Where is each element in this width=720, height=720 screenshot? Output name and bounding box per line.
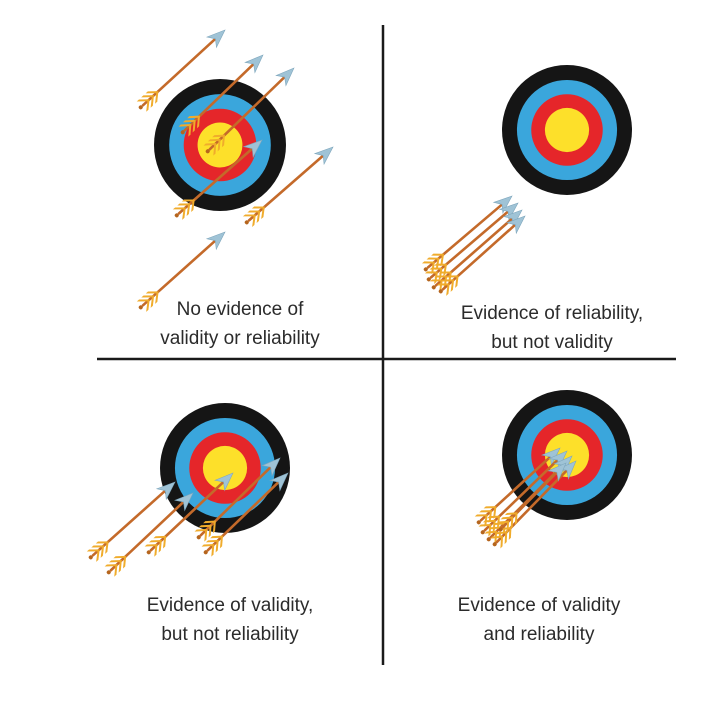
arrow-icon xyxy=(429,209,523,292)
arrow-group xyxy=(86,457,289,577)
arrow-group xyxy=(421,195,526,296)
arrow-group xyxy=(136,29,334,312)
quadrant-top-left xyxy=(136,29,334,312)
target-icon xyxy=(160,403,290,533)
arrow-icon xyxy=(242,146,334,227)
arrow-icon xyxy=(496,462,567,534)
caption-validity-and-reliability: Evidence of validity and reliability xyxy=(458,591,621,649)
arrow-icon xyxy=(86,481,176,562)
arrow-icon xyxy=(172,139,263,220)
arrow-icon xyxy=(201,472,289,557)
caption-line-2: validity or reliability xyxy=(160,328,320,349)
arrow-icon xyxy=(194,457,281,542)
caption-reliability-not-validity: Evidence of reliability, but not validit… xyxy=(461,299,643,357)
caption-line-2: and reliability xyxy=(483,624,595,645)
arrow-icon xyxy=(144,472,234,557)
arrow-icon xyxy=(178,54,264,137)
quadrant-top-right xyxy=(421,65,632,296)
arrow-icon xyxy=(136,29,226,112)
arrow-icon xyxy=(474,447,561,527)
quadrant-dividers xyxy=(97,25,676,665)
caption-line-2: but not validity xyxy=(491,332,613,353)
arrow-icon xyxy=(136,231,226,312)
arrow-icon xyxy=(421,195,513,275)
caption-validity-not-reliability: Evidence of validity, but not reliabilit… xyxy=(147,591,314,649)
quadrant-bottom-right xyxy=(474,390,632,549)
caption-line-1: Evidence of validity xyxy=(457,595,621,616)
caption-line-1: Evidence of reliability, xyxy=(460,303,644,324)
quadrant-bottom-left xyxy=(86,403,290,577)
arrow-icon xyxy=(424,202,519,285)
target-icon xyxy=(502,390,632,520)
caption-no-evidence: No evidence of validity or reliability xyxy=(160,295,319,353)
arrow-icon xyxy=(203,67,295,156)
caption-line-1: No evidence of xyxy=(176,299,304,320)
arrow-icon xyxy=(104,492,194,577)
caption-line-1: Evidence of validity, xyxy=(146,595,314,616)
caption-line-2: but not reliability xyxy=(161,624,299,645)
arrow-group xyxy=(474,447,577,549)
quadrant-graphics xyxy=(86,29,632,577)
target-icon xyxy=(502,65,632,195)
arrow-icon xyxy=(436,215,526,296)
